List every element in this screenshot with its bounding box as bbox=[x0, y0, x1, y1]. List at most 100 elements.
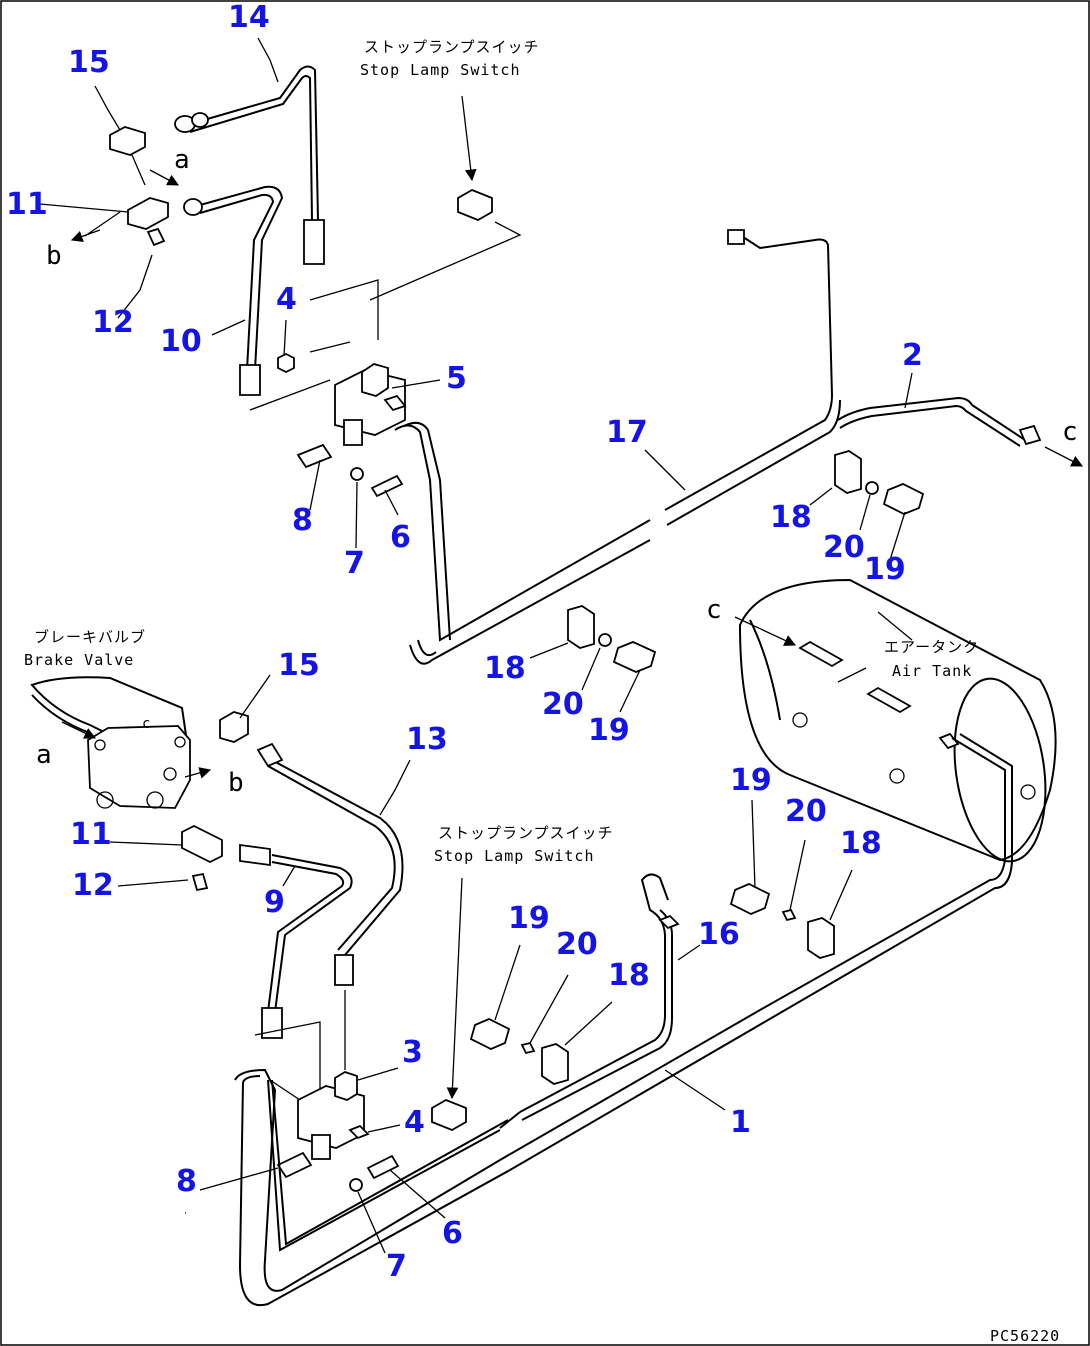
part-number-7-top: 7 bbox=[344, 546, 365, 581]
brake-valve-en: Brake Valve bbox=[24, 651, 134, 669]
part-number-18-b: 18 bbox=[484, 651, 526, 686]
connector-4-bottom bbox=[348, 1124, 370, 1140]
connector-8-bottom bbox=[276, 1151, 313, 1179]
part-number-labels: 14 15 11 12 10 4 5 8 7 6 17 2 18 20 19 1… bbox=[6, 0, 923, 1284]
clamp-18-c bbox=[541, 1043, 569, 1085]
letter-c-valve: c bbox=[142, 716, 150, 732]
part-number-2: 2 bbox=[902, 338, 923, 373]
washer-20-b bbox=[598, 633, 612, 647]
part-number-18-a: 18 bbox=[770, 500, 812, 535]
letter-b-bottom: b bbox=[228, 768, 244, 798]
fitting-11-top bbox=[127, 197, 169, 230]
connection-letters: a b c c a b c bbox=[36, 145, 1078, 798]
part-number-8-bottom: 8 bbox=[176, 1164, 197, 1199]
washer-7-top bbox=[350, 467, 364, 481]
hose-13 bbox=[256, 742, 404, 986]
air-tank-en: Air Tank bbox=[892, 662, 972, 680]
washer-20-d bbox=[781, 908, 797, 922]
part-number-1: 1 bbox=[730, 1105, 751, 1140]
part-number-6-top: 6 bbox=[390, 520, 411, 555]
part-number-14: 14 bbox=[228, 0, 270, 35]
fitting-15-top bbox=[109, 126, 146, 156]
part-number-10: 10 bbox=[160, 324, 202, 359]
clamp-18-d bbox=[807, 917, 835, 959]
part-number-12-bottom: 12 bbox=[72, 868, 114, 903]
bolt-19-a bbox=[882, 483, 925, 515]
part-number-4-top: 4 bbox=[276, 282, 297, 317]
part-number-7-bottom: 7 bbox=[386, 1249, 407, 1284]
letter-c-right: c bbox=[1062, 417, 1078, 447]
valve-5 bbox=[334, 363, 407, 446]
part-number-20-c: 20 bbox=[785, 794, 827, 829]
part-number-19-d: 19 bbox=[508, 901, 550, 936]
part-number-8-top: 8 bbox=[292, 503, 313, 538]
clamp-18-a bbox=[834, 450, 862, 494]
part-number-15-bottom: 15 bbox=[278, 648, 320, 683]
bolt-19-d bbox=[729, 883, 771, 915]
washer-20-c bbox=[520, 1041, 536, 1055]
stop-lamp-switch-bottom-en: Stop Lamp Switch bbox=[434, 847, 595, 865]
upper-assembly bbox=[109, 65, 1084, 673]
part-number-19-a: 19 bbox=[864, 552, 906, 587]
stop-lamp-switch-bottom-jp: ストップランプスイッチ bbox=[438, 824, 614, 842]
stop-lamp-switch-top-jp: ストップランプスイッチ bbox=[364, 38, 540, 56]
part-number-4-bottom: 4 bbox=[404, 1105, 425, 1140]
valve-3 bbox=[297, 1071, 365, 1160]
air-tank-jp: エアータンク bbox=[884, 638, 979, 656]
letter-a-top: a bbox=[174, 145, 190, 175]
air-tank bbox=[734, 578, 1057, 1021]
part-number-18-d: 18 bbox=[608, 958, 650, 993]
part-number-11-bottom: 11 bbox=[70, 817, 112, 852]
figure-code: PC56220 bbox=[990, 1327, 1060, 1345]
part-number-19-b: 19 bbox=[588, 713, 630, 748]
part-number-20-d: 20 bbox=[556, 927, 598, 962]
part-number-15-top: 15 bbox=[68, 45, 110, 80]
stop-lamp-switch-top bbox=[457, 189, 493, 221]
part-number-19-c: 19 bbox=[730, 763, 772, 798]
part-number-16: 16 bbox=[698, 917, 740, 952]
pipe-1 bbox=[234, 1009, 769, 1307]
fitting-15-bottom bbox=[219, 711, 249, 743]
part-number-18-c: 18 bbox=[840, 826, 882, 861]
connector-8-top bbox=[296, 443, 333, 469]
part-number-11-top: 11 bbox=[6, 187, 48, 222]
hose-14 bbox=[174, 65, 325, 265]
part-number-13: 13 bbox=[406, 722, 448, 757]
part-number-20-b: 20 bbox=[542, 687, 584, 722]
part-number-5: 5 bbox=[446, 361, 467, 396]
pipe-2 bbox=[837, 396, 1084, 467]
clamp-18-b bbox=[567, 605, 595, 649]
washer-7-bottom bbox=[349, 1178, 363, 1192]
letter-a-bottom: a bbox=[36, 740, 52, 770]
pipe-10 bbox=[183, 185, 284, 396]
washer-20-a bbox=[865, 481, 879, 495]
bolt-6-bottom bbox=[366, 1154, 400, 1180]
part-number-6-bottom: 6 bbox=[442, 1216, 463, 1251]
part-number-9: 9 bbox=[264, 885, 285, 920]
part-number-12-top: 12 bbox=[92, 305, 134, 340]
pipe-9 bbox=[239, 843, 353, 1039]
brake-valve bbox=[30, 676, 212, 809]
leader-lines bbox=[39, 37, 913, 1254]
bolt-6-top bbox=[370, 474, 404, 498]
part-number-17: 17 bbox=[606, 415, 648, 450]
captions: ストップランプスイッチ Stop Lamp Switch ブレーキバルブ Bra… bbox=[24, 38, 979, 865]
brake-valve-jp: ブレーキバルブ bbox=[34, 628, 146, 646]
stop-lamp-switch-bottom bbox=[431, 1099, 467, 1131]
fitting-11-bottom bbox=[181, 824, 223, 864]
fitting-12-bottom bbox=[191, 872, 209, 892]
stop-lamp-switch-top-en: Stop Lamp Switch bbox=[360, 61, 521, 79]
lower-assembly bbox=[30, 676, 835, 1307]
letter-b-top: b bbox=[46, 241, 62, 271]
part-number-20-a: 20 bbox=[823, 530, 865, 565]
pipe-17 bbox=[394, 229, 841, 665]
bolt-19-b bbox=[612, 641, 657, 673]
connector-4-top bbox=[277, 352, 295, 374]
pipe-16 bbox=[499, 873, 680, 1129]
fitting-12-top bbox=[146, 227, 166, 247]
bolt-19-c bbox=[469, 1018, 511, 1050]
letter-c-tank: c bbox=[706, 595, 722, 625]
part-number-3: 3 bbox=[402, 1035, 423, 1070]
